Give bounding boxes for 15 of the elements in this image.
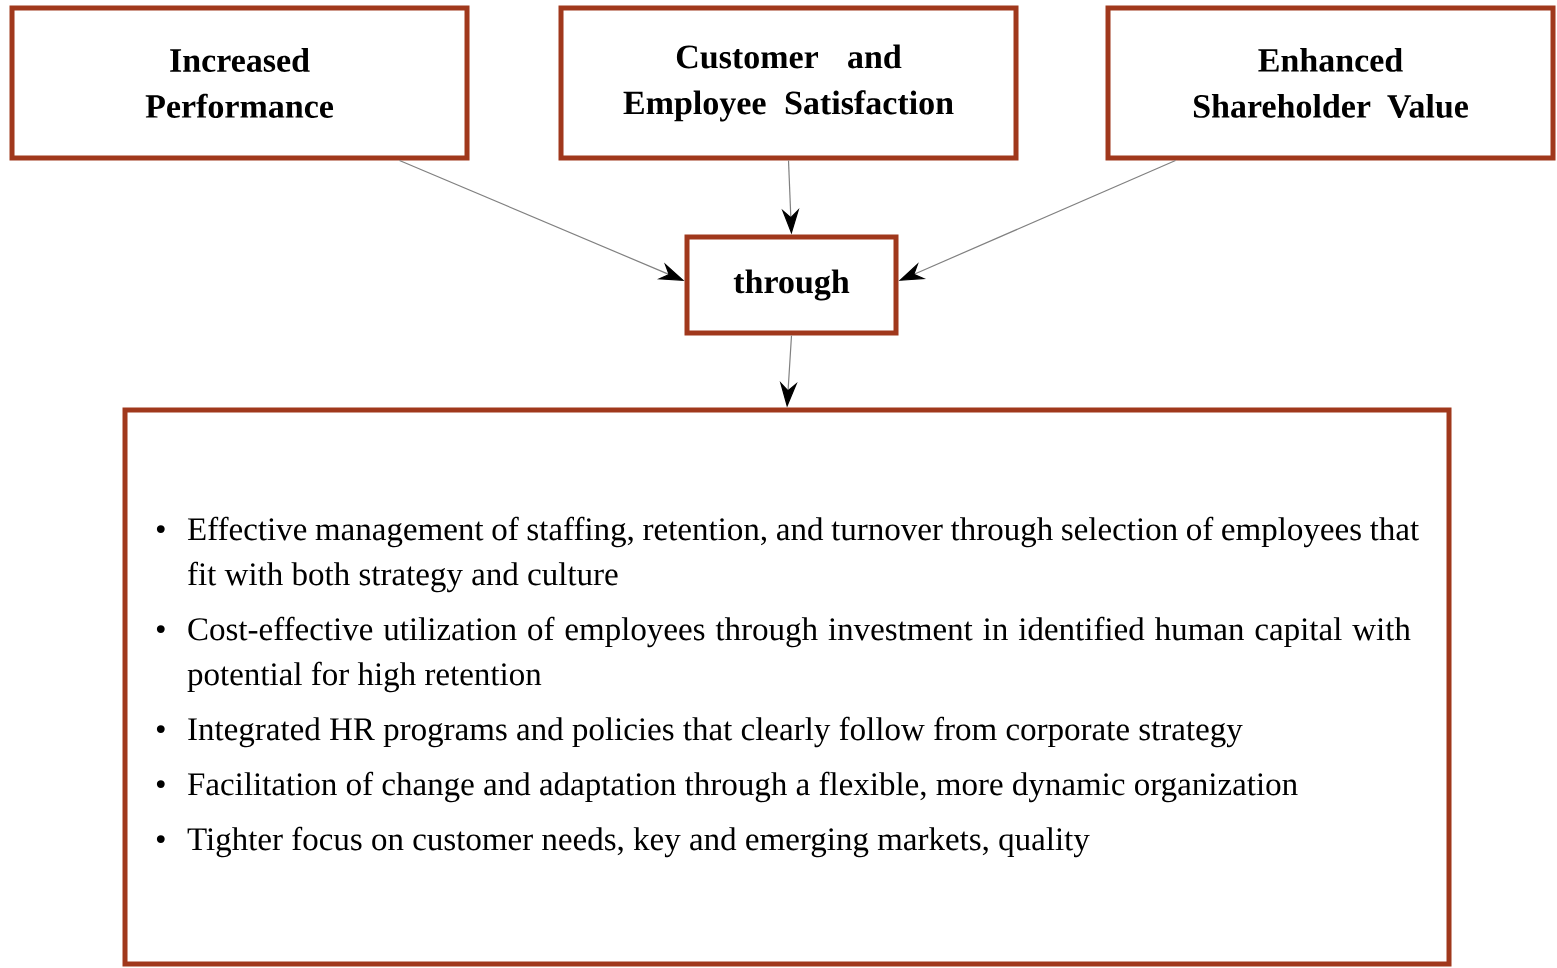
bullet-item: Cost-effective utilization of employees through investment in identified human capital with potential for high retention [187, 616, 1411, 693]
bullet-list-box [122, 407, 1452, 967]
bullet-item: Tighter focus on customer needs, key and emerging markets, quality [187, 826, 1090, 858]
bullet: • [156, 625, 165, 634]
label-box: Enhanced Shareholder Value [1105, 5, 1556, 161]
bullet-item: Facilitation of change and adaptation through a flexible, more dynamic organization [187, 771, 1298, 803]
bullet-item: Integrated HR programs and policies that clearly follow from corporate strategy [188, 716, 1243, 748]
label-box: Increased Performance [9, 5, 470, 161]
label-box: through [684, 234, 899, 336]
bullet: • [156, 835, 165, 844]
bullet: • [156, 725, 165, 734]
label-box: Customer and Employee Satisfaction [558, 5, 1019, 161]
bullet: • [156, 780, 165, 789]
bullet-item: Effective management of staffing, retention, and turnover through selection of employees that fit with both strategy and culture [187, 516, 1419, 593]
bullet: • [156, 525, 165, 534]
